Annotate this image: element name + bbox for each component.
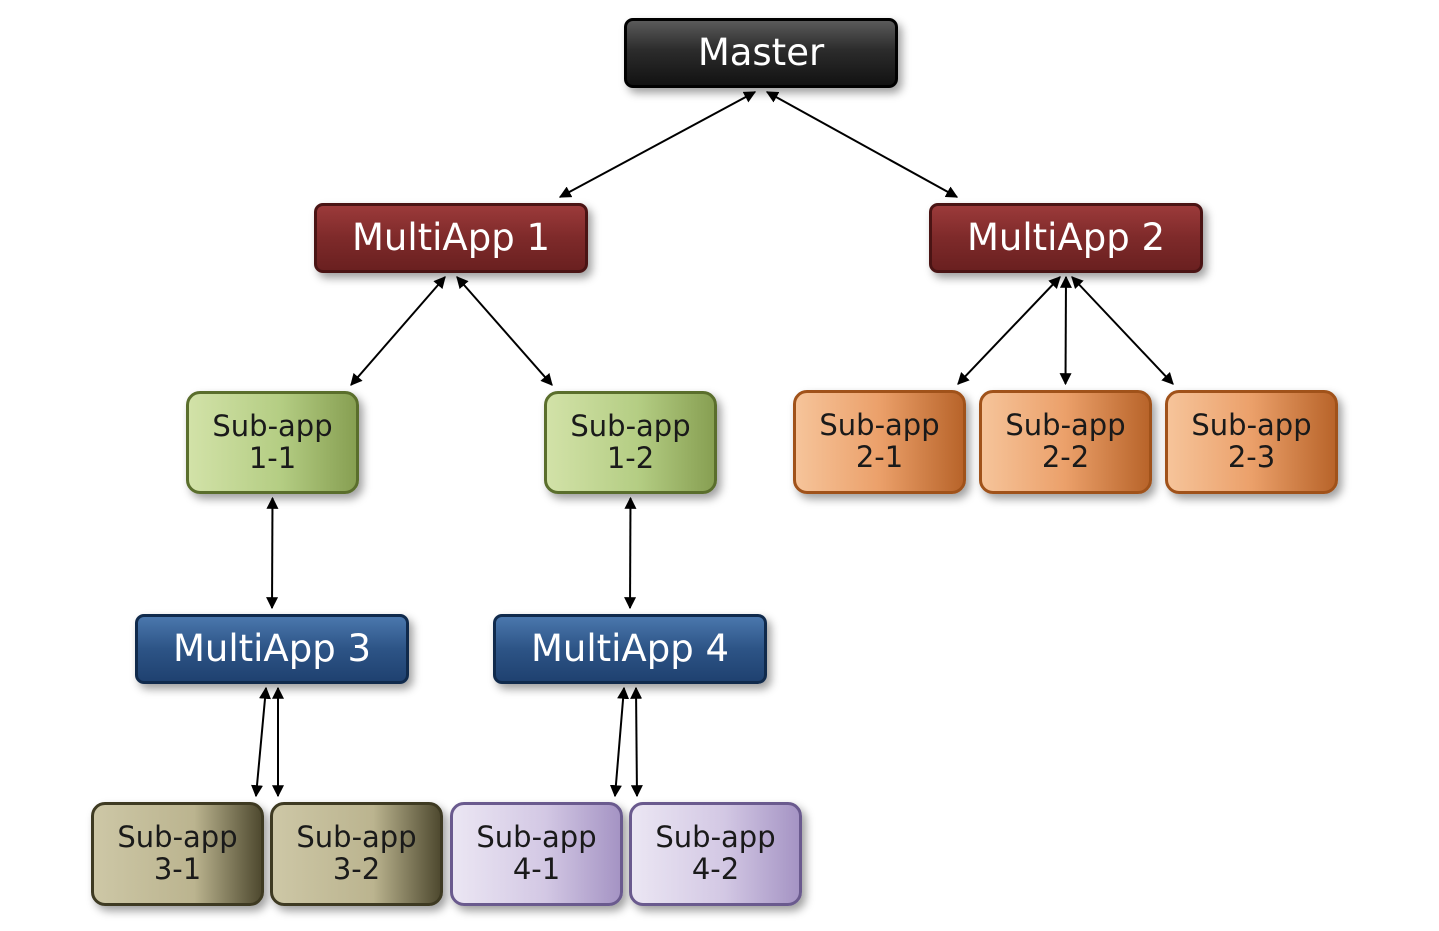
multiapp-3-node: MultiApp 3 — [135, 614, 409, 684]
subapp-4-2-label-line2: 4-2 — [691, 852, 740, 886]
subapp-4-1-label-line1: Sub-app — [476, 820, 597, 855]
subapp-3-1-node: Sub-app 3-1 — [91, 802, 264, 906]
subapp-3-2-label-line2: 3-2 — [332, 852, 381, 886]
subapp-2-1-label-line1: Sub-app — [819, 408, 940, 443]
arrow-master-multiapp1 — [558, 91, 757, 198]
multiapp-2-label: MultiApp 2 — [966, 215, 1166, 259]
arrow-multiapp1-subapp12 — [456, 276, 553, 386]
subapp-4-1-node: Sub-app 4-1 — [450, 802, 623, 906]
arrow-multiapp2-subapp23 — [1071, 276, 1174, 385]
arrow-master-multiapp2 — [765, 91, 959, 198]
subapp-2-2-label-line2: 2-2 — [1041, 440, 1090, 474]
subapp-2-1-node: Sub-app 2-1 — [793, 390, 966, 494]
subapp-2-2-node: Sub-app 2-2 — [979, 390, 1152, 494]
subapp-1-2-label-line2: 1-2 — [606, 440, 655, 475]
multiapp-4-node: MultiApp 4 — [493, 614, 767, 684]
arrow-multiapp2-subapp21 — [957, 276, 1061, 385]
subapp-4-2-node: Sub-app 4-2 — [629, 802, 802, 906]
subapp-2-2-label-line1: Sub-app — [1005, 408, 1126, 443]
subapp-1-2-label-line1: Sub-app — [570, 408, 691, 443]
subapp-2-3-label-line1: Sub-app — [1191, 408, 1312, 443]
subapp-3-2-label-line1: Sub-app — [296, 820, 417, 855]
subapp-3-1-label-line2: 3-1 — [153, 852, 202, 886]
subapp-2-3-node: Sub-app 2-3 — [1165, 390, 1338, 494]
subapp-2-1-label-line2: 2-1 — [855, 440, 904, 474]
subapp-4-2-label-line1: Sub-app — [655, 820, 776, 855]
master-node: Master — [624, 18, 898, 88]
arrow-multiapp4-subapp41 — [609, 686, 630, 798]
arrow-subapp12-multiapp4 — [624, 496, 637, 610]
master-label: Master — [697, 30, 825, 74]
subapp-1-2-node: Sub-app 1-2 — [544, 391, 717, 494]
arrow-multiapp4-subapp42 — [630, 686, 643, 798]
arrow-multiapp3-subapp31 — [251, 686, 271, 798]
subapp-1-1-label-line1: Sub-app — [212, 408, 333, 443]
multiapp-4-label: MultiApp 4 — [530, 626, 730, 670]
arrow-multiapp2-subapp22 — [1059, 275, 1072, 386]
subapp-3-1-label-line1: Sub-app — [117, 820, 238, 855]
subapp-1-1-label-line2: 1-1 — [248, 440, 297, 475]
subapp-2-3-label-line2: 2-3 — [1227, 440, 1276, 474]
arrow-subapp11-multiapp3 — [266, 496, 279, 610]
multiapp-2-node: MultiApp 2 — [929, 203, 1203, 273]
multiapp-3-label: MultiApp 3 — [172, 626, 372, 670]
multiapp-1-label: MultiApp 1 — [351, 215, 551, 259]
arrow-multiapp1-subapp11 — [350, 276, 446, 386]
multiapp-1-node: MultiApp 1 — [314, 203, 588, 273]
subapp-3-2-node: Sub-app 3-2 — [270, 802, 443, 906]
subapp-1-1-node: Sub-app 1-1 — [186, 391, 359, 494]
subapp-4-1-label-line2: 4-1 — [512, 852, 561, 886]
